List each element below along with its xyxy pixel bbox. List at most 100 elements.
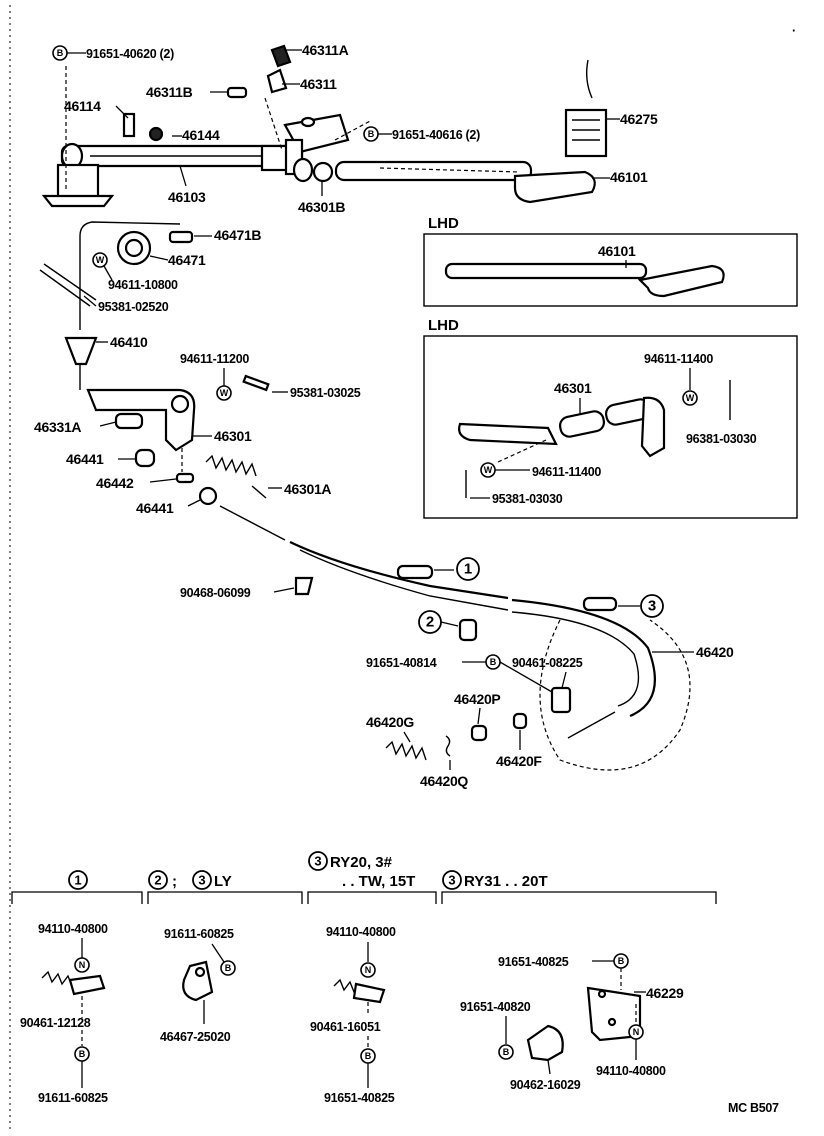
svg-text:B: B <box>365 1051 372 1061</box>
label-94611-11200: 94611-11200 <box>180 352 249 366</box>
callout-3: 3 <box>640 594 664 618</box>
label-94611-10800: 94611-10800 <box>108 278 178 292</box>
label-46420: 46420 <box>696 644 734 660</box>
label-90461-08225: 90461-08225 <box>512 656 583 670</box>
label-46103: 46103 <box>168 189 206 205</box>
lhd-label-94611-11400-b: 94611-11400 <box>532 465 601 479</box>
label-46410: 46410 <box>110 334 148 350</box>
label-46301: 46301 <box>214 428 252 444</box>
label-91651-40620-2: 91651-40620 (2) <box>86 47 174 61</box>
label-91651-40616-2: 91651-40616 (2) <box>392 128 480 142</box>
svg-text:B: B <box>79 1049 86 1059</box>
d3-label-90461-16051: 90461-16051 <box>310 1020 381 1034</box>
tag-46275-drawing <box>564 59 608 158</box>
section-1-header: 1 <box>68 870 88 890</box>
label-46311: 46311 <box>300 76 337 92</box>
handle-rod-46101-drawing <box>292 157 596 204</box>
section-4-header: 3 RY31 . . 20T <box>442 870 548 890</box>
lhd-bottom-box <box>423 335 798 519</box>
d3-clamp-drawing <box>333 978 386 1004</box>
symbol-bolt-d4a: B <box>613 953 629 969</box>
drawing-code: MC B507 <box>728 1101 779 1115</box>
d4-label-91651-40825: 91651-40825 <box>498 955 569 969</box>
svg-text:B: B <box>618 956 625 966</box>
svg-text:;: ; <box>172 873 177 890</box>
spring-46301A-drawing <box>205 454 267 499</box>
svg-text:B: B <box>503 1047 510 1057</box>
label-46420P: 46420P <box>454 691 500 707</box>
svg-text:2: 2 <box>154 873 161 888</box>
d3-label-94110-40800: 94110-40800 <box>326 925 396 939</box>
d3-label-91651-40825: 91651-40825 <box>324 1091 395 1105</box>
d4-bracket-46229-drawing <box>586 986 642 1042</box>
svg-text:3: 3 <box>314 854 321 869</box>
label-46441-a: 46441 <box>66 451 104 467</box>
lever-46301-drawing <box>86 374 270 506</box>
label-46301B: 46301B <box>298 199 345 215</box>
d1-clamp-drawing <box>41 970 106 996</box>
svg-text:B: B <box>57 48 64 58</box>
cable-46420-drawing <box>219 505 691 771</box>
svg-text:W: W <box>484 465 493 475</box>
symbol-washer-3: W <box>682 390 698 406</box>
d1-label-91611-60825: 91611-60825 <box>38 1091 108 1105</box>
lhd-label-96381-03030: 96381-03030 <box>686 432 757 446</box>
symbol-washer-4: W <box>480 462 496 478</box>
svg-text:3: 3 <box>198 873 205 888</box>
symbol-nut-d3: N <box>360 962 376 978</box>
svg-text:. . TW, 15T: . . TW, 15T <box>342 873 415 890</box>
d4-label-46229: 46229 <box>646 985 684 1001</box>
callout-1: 1 <box>456 557 480 581</box>
svg-text:N: N <box>633 1027 640 1037</box>
d1-label-90461-12128: 90461-12128 <box>20 1016 91 1030</box>
section-3-header: 3 RY20, 3# . . TW, 15T <box>308 851 415 890</box>
symbol-nut-d4: N <box>628 1024 644 1040</box>
label-46311B: 46311B <box>146 84 193 100</box>
svg-text:N: N <box>79 960 86 970</box>
d2-label-91611-60825: 91611-60825 <box>164 927 234 941</box>
lhd-handle-rod-drawing <box>444 262 725 298</box>
svg-text:W: W <box>220 388 229 398</box>
symbol-washer-2: W <box>216 385 232 401</box>
section-2-bracket <box>147 891 303 904</box>
svg-text:B: B <box>368 129 375 139</box>
symbol-nut-d1: N <box>74 957 90 973</box>
svg-text:B: B <box>225 963 232 973</box>
section-3-bracket <box>307 891 437 904</box>
label-46420G: 46420G <box>366 714 414 730</box>
corner-mark: · <box>792 24 796 38</box>
svg-text:RY20, 3#: RY20, 3# <box>330 854 393 871</box>
label-46441-b: 46441 <box>136 500 174 516</box>
label-46471: 46471 <box>168 252 206 268</box>
pulley-46471-drawing <box>39 221 194 390</box>
callout-2: 2 <box>418 610 442 634</box>
label-46331A: 46331A <box>34 419 81 435</box>
symbol-bolt-d1: B <box>74 1046 90 1062</box>
symbol-bolt-d2: B <box>220 960 236 976</box>
svg-text:B: B <box>490 657 497 667</box>
d4-label-94110-40800: 94110-40800 <box>596 1064 666 1078</box>
lhd-top-box <box>423 233 798 307</box>
symbol-bolt-1: B <box>52 45 68 61</box>
d1-label-94110-40800: 94110-40800 <box>38 922 108 936</box>
svg-text:N: N <box>365 965 372 975</box>
label-95381-02520: 95381-02520 <box>98 300 169 314</box>
d2-label-46467-25020: 46467-25020 <box>160 1030 231 1044</box>
lhd-label-94611-11400-a: 94611-11400 <box>644 352 713 366</box>
svg-text:LY: LY <box>214 873 232 890</box>
d2-clip-drawing <box>182 960 214 1002</box>
lhd-label-95381-03030: 95381-03030 <box>492 492 563 506</box>
label-46442: 46442 <box>96 475 134 491</box>
section-4-bracket <box>441 891 717 904</box>
svg-text:3: 3 <box>648 598 656 615</box>
lhd-bottom-title: LHD <box>428 317 459 334</box>
label-46301A: 46301A <box>284 481 331 497</box>
svg-text:W: W <box>96 255 105 265</box>
d4-label-91651-40820: 91651-40820 <box>460 1000 531 1014</box>
lhd-top-label-46101: 46101 <box>598 243 636 259</box>
symbol-bolt-d4b: B <box>498 1044 514 1060</box>
svg-text:RY31 . . 20T: RY31 . . 20T <box>464 873 548 890</box>
label-46420Q: 46420Q <box>420 773 468 789</box>
symbol-bolt-2: B <box>363 126 379 142</box>
